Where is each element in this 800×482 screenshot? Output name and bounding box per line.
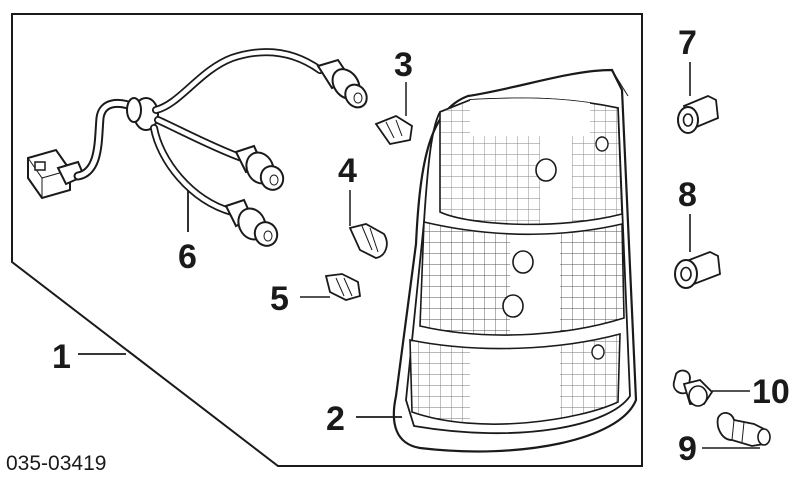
callout-2: 2 (326, 400, 345, 438)
bulb-4 (348, 190, 388, 259)
lamp-lens (392, 68, 638, 453)
assembly-boundary (11, 13, 643, 467)
callout-7: 7 (678, 24, 697, 62)
fastener-9 (702, 412, 771, 449)
bulb-socket-middle (234, 144, 285, 191)
fastener-10 (672, 369, 750, 407)
callout-6: 6 (178, 238, 197, 276)
callout-10: 10 (752, 373, 790, 411)
bulb-5 (300, 273, 362, 301)
callout-1: 1 (52, 338, 71, 376)
fastener-8 (674, 214, 721, 289)
bulb-socket-top (316, 58, 368, 109)
callout-5: 5 (270, 280, 289, 318)
bulb-socket-lower (224, 198, 279, 247)
callout-4: 4 (338, 152, 357, 190)
fastener-7 (677, 62, 719, 134)
bulb-3 (374, 82, 413, 145)
harness-grommet (126, 97, 159, 131)
callout-3: 3 (394, 46, 413, 84)
callout-8: 8 (678, 176, 697, 214)
reference-code: 035-03419 (6, 452, 106, 475)
wiring-harness (27, 48, 368, 247)
callout-9: 9 (678, 430, 697, 468)
